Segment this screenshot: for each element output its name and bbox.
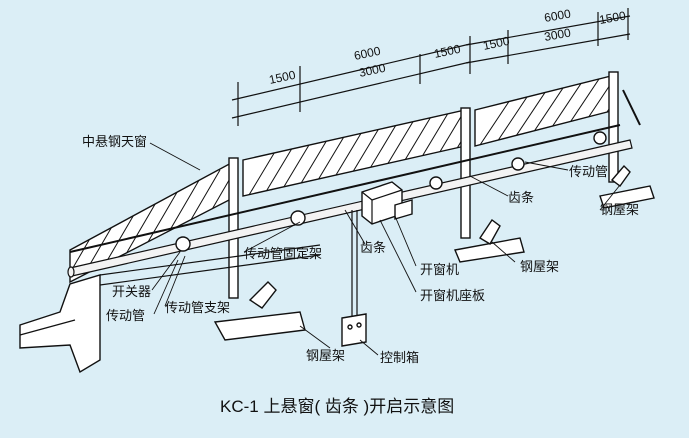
label-opener-seat: 开窗机座板 — [420, 288, 485, 304]
dim-1500-c: 1500 — [482, 34, 511, 53]
dim-6000-b: 6000 — [543, 6, 572, 24]
label-drive-pipe-bracket-fixed: 传动管固定架 — [244, 247, 322, 262]
label-switch: 开关器 — [112, 285, 151, 300]
dim-1500-b: 1500 — [433, 42, 462, 61]
label-control-box: 控制箱 — [380, 350, 419, 366]
dim-3000-b: 3000 — [543, 25, 572, 43]
window-top-bar — [69, 124, 621, 253]
label-drive-pipe-left: 传动管 — [106, 309, 145, 324]
leader-lines — [149, 142, 621, 356]
dim-6000-a: 6000 — [353, 44, 382, 63]
dim-3000-a: 3000 — [358, 61, 387, 80]
dim-1500-a: 1500 — [268, 68, 297, 87]
label-window: 中悬钢天窗 — [82, 134, 147, 150]
label-roof-frame-right: 钢屋架 — [600, 203, 639, 218]
label-roof-frame-mid: 钢屋架 — [520, 260, 559, 275]
control-box — [341, 210, 367, 347]
roof-trusses — [213, 164, 655, 341]
gutter — [19, 244, 321, 374]
dimension-lines — [231, 8, 631, 126]
label-drive-pipe-support: 传动管支架 — [165, 301, 230, 316]
window-opener — [361, 181, 413, 225]
label-drive-pipe-right: 传动管 — [569, 165, 608, 180]
label-rack-center: 齿条 — [360, 240, 386, 256]
label-rack-right: 齿条 — [508, 190, 534, 206]
label-roof-frame-bottom: 钢屋架 — [306, 349, 345, 364]
diagram-caption: KC-1 上悬窗( 齿条 )开启示意图 — [220, 397, 454, 416]
pipe-fittings — [175, 131, 607, 252]
label-opener: 开窗机 — [420, 262, 459, 278]
dim-1500-d: 1500 — [598, 8, 627, 26]
drive-pipe — [67, 139, 633, 278]
